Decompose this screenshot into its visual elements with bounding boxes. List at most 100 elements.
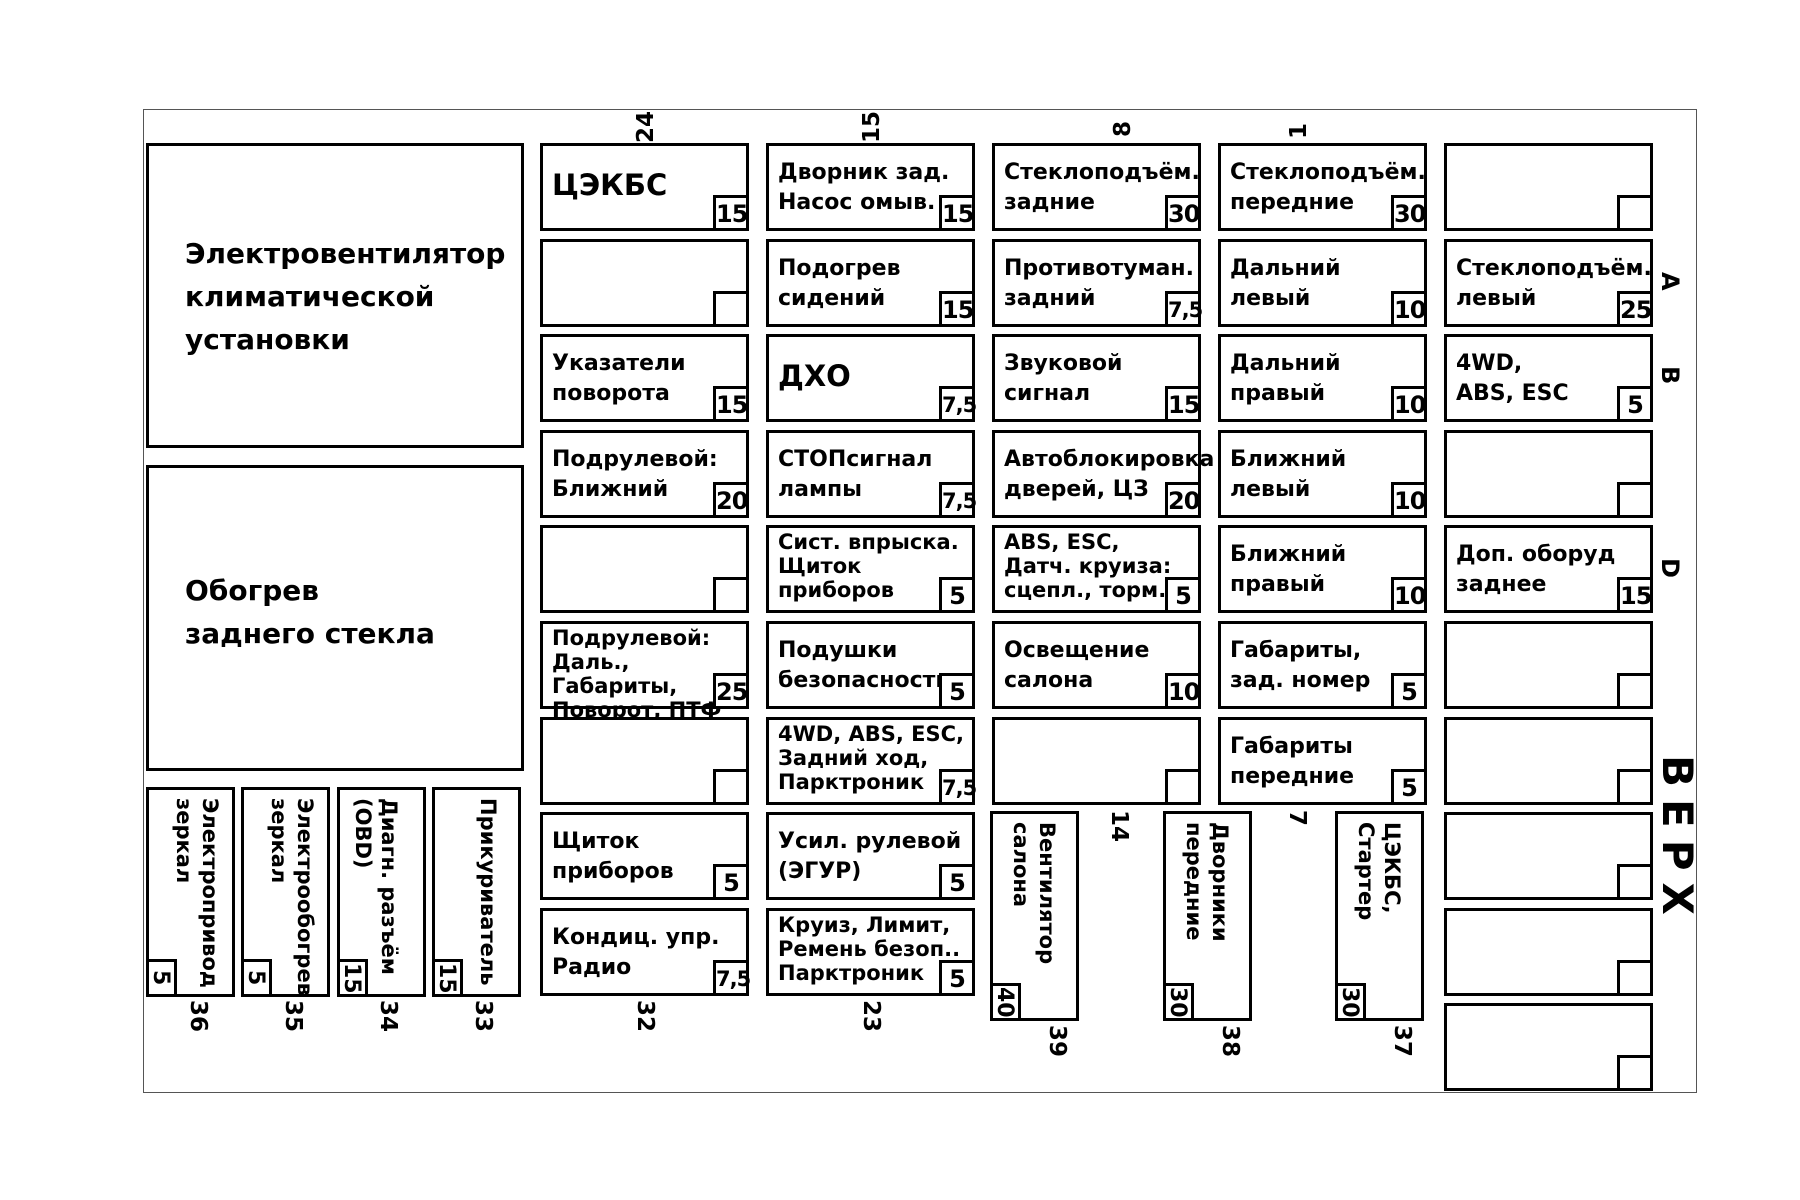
fuse-rating: 10	[1391, 577, 1427, 613]
fuse-cell-empty	[1444, 717, 1653, 805]
fuse-number-label: 39	[1044, 1025, 1070, 1058]
fuse-cell-empty	[1444, 430, 1653, 518]
fuse-rating: 7,5	[713, 960, 751, 996]
relay-label: Обогрев заднего стекла	[185, 574, 435, 650]
fuse-label: Ближний правый	[1230, 542, 1347, 597]
fuse-label: Щиток приборов	[552, 829, 674, 884]
vertical-fuse: ЦЭКБС, Стартер 30	[1335, 811, 1424, 1021]
fuse-label: Габариты, зад. номер	[1230, 638, 1371, 693]
fuse-rating: 15	[713, 386, 749, 422]
fuse-label: Дворник зад. Насос омыв.	[778, 160, 950, 215]
fuse-rating	[1617, 482, 1653, 518]
fuse-label: Кондиц. упр. Радио	[552, 925, 720, 980]
fuse-label: Автоблокировка дверей, ЦЗ	[1004, 447, 1215, 502]
fuse-cell-empty	[1444, 1003, 1653, 1091]
fuse-cell-empty	[1444, 143, 1653, 231]
fuse-rating	[1617, 195, 1653, 231]
fuse-rating	[713, 769, 749, 805]
fuse-rating: 5	[713, 864, 749, 900]
fuse-cell: Подогрев сидений 15	[766, 239, 975, 327]
vertical-fuse-label: Прикуриватель	[476, 798, 500, 986]
fuse-label: Круиз, Лимит, Ремень безоп.. Парктроник	[778, 913, 961, 985]
vertical-fuse-rating: 5	[146, 959, 177, 997]
fuse-cell: ABS, ESC, Датч. круиза: сцепл., торм.5	[992, 525, 1201, 613]
fuse-rating: 7,5	[1165, 291, 1203, 327]
fuse-label: Сист. впрыска. Щиток приборов	[778, 530, 959, 602]
fuse-rating	[713, 291, 749, 327]
fuse-rating: 20	[713, 482, 749, 518]
fuse-rating: 5	[939, 577, 975, 613]
fuse-rating: 7,5	[939, 386, 977, 422]
fuse-label: Указатели поворота	[552, 351, 686, 406]
fuse-cell-empty	[1444, 812, 1653, 900]
fuse-rating: 5	[939, 864, 975, 900]
fuse-number-label: 36	[185, 1000, 211, 1033]
fuse-cell-empty	[992, 717, 1201, 805]
fuse-rating	[713, 577, 749, 613]
fuse-rating: 25	[713, 673, 749, 709]
vertical-fuse: Диагн. разъём (OBD)15	[337, 787, 426, 997]
fuse-number-label: 23	[858, 1000, 884, 1033]
fuse-label: Доп. оборуд заднее	[1456, 542, 1616, 597]
fuse-rating: 10	[1391, 482, 1427, 518]
vertical-fuse: Вентилятор салона 40	[990, 811, 1079, 1021]
fuse-cell: Щиток приборов 5	[540, 812, 749, 900]
fuse-rating: 5	[1391, 673, 1427, 709]
fuse-rating: 25	[1617, 291, 1653, 327]
fuse-rating: 5	[1391, 769, 1427, 805]
row-letter: A	[1656, 272, 1684, 291]
fuse-number-label: 8	[1110, 121, 1136, 138]
vertical-fuse-label: ЦЭКБС, Стартер	[1354, 822, 1404, 921]
fuse-label: Противотуман. задний	[1004, 256, 1194, 311]
fuse-label: Габариты передние	[1230, 734, 1355, 789]
fuse-label: Стеклоподъём. передние	[1230, 160, 1426, 215]
vertical-fuse-label: Вентилятор салона	[1009, 822, 1059, 965]
fuse-label: ЦЭКБС	[552, 168, 668, 202]
vertical-fuse-rating: 5	[241, 959, 272, 997]
fuse-rating: 10	[1165, 673, 1201, 709]
fuse-rating	[1165, 769, 1201, 805]
fuse-rating: 15	[1617, 577, 1653, 613]
fuse-rating: 7,5	[939, 482, 977, 518]
vertical-fuse-rating: 30	[1335, 983, 1366, 1021]
fuse-cell-empty	[1444, 621, 1653, 709]
relay-rear-window-heater: Обогрев заднего стекла	[146, 465, 524, 771]
fuse-label: Усил. рулевой (ЭГУР)	[778, 829, 962, 884]
fuse-number-label: 38	[1217, 1025, 1243, 1058]
fuse-label: ДХО	[778, 359, 851, 393]
fuse-cell: Габариты, зад. номер 5	[1218, 621, 1427, 709]
relay-climate-fan: Электровентилятор климатической установк…	[146, 143, 524, 448]
fuse-rating: 20	[1165, 482, 1201, 518]
fuse-rating: 15	[1165, 386, 1201, 422]
vertical-fuse-label: Дворники передние	[1182, 822, 1232, 942]
fuse-number-label: 15	[859, 111, 885, 144]
fuse-cell: Указатели поворота 15	[540, 334, 749, 422]
fuse-label: СТОПсигнал лампы	[778, 447, 933, 502]
fuse-rating: 15	[939, 195, 975, 231]
fuse-rating: 15	[939, 291, 975, 327]
fuse-rating: 5	[939, 960, 975, 996]
fuse-label: Подрулевой: Ближний	[552, 447, 718, 502]
fuse-label: 4WD, ABS, ESC	[1456, 351, 1569, 406]
vertical-fuse-rating: 15	[337, 959, 368, 997]
vertical-fuse-rating: 40	[990, 983, 1021, 1021]
fuse-rating: 5	[939, 673, 975, 709]
fuse-rating: 10	[1391, 386, 1427, 422]
fuse-rating: 7,5	[939, 769, 977, 805]
fuse-label: Подогрев сидений	[778, 256, 901, 311]
fuse-cell: ДХО 7,5	[766, 334, 977, 422]
